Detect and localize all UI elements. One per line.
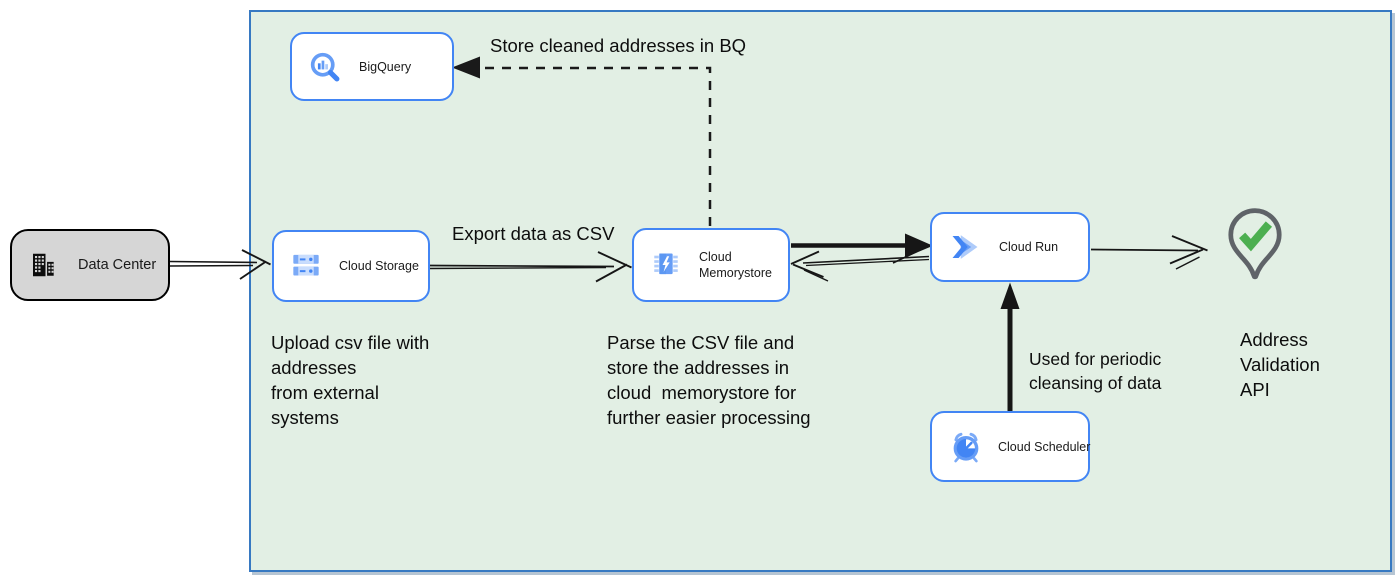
cloud-zone-container[interactable]	[249, 10, 1392, 572]
node-label-cloud-scheduler: Cloud Scheduler	[998, 439, 1091, 454]
node-label-address-validation-api: Address Validation API	[1240, 329, 1320, 400]
node-label-cloud-storage: Cloud Storage	[339, 259, 419, 273]
memorystore-icon	[650, 249, 682, 281]
cloud-scheduler-icon	[948, 430, 984, 464]
node-label-cloud-memorystore: Cloud Memorystore	[699, 250, 772, 280]
bigquery-icon	[308, 50, 342, 84]
node-data-center[interactable]: Data Center	[10, 229, 170, 301]
node-bigquery[interactable]: BigQuery	[290, 32, 454, 101]
edge-label-store-bq: Store cleaned addresses in BQ	[490, 35, 747, 56]
node-cloud-memorystore[interactable]: Cloud Memorystore	[632, 228, 790, 302]
note-parse-csv: Parse the CSV file and store the address…	[607, 332, 811, 428]
node-cloud-run[interactable]: Cloud Run	[930, 212, 1090, 282]
node-label-bigquery: BigQuery	[359, 59, 412, 74]
cloud-run-icon	[948, 230, 982, 264]
note-upload-csv: Upload csv file with addresses from exte…	[271, 332, 430, 428]
edge-label-export-csv: Export data as CSV	[452, 223, 615, 244]
node-label-data-center: Data Center	[78, 257, 157, 273]
building-icon	[28, 250, 58, 280]
cloud-storage-icon	[290, 252, 322, 280]
edge-label-periodic-cleansing: Used for periodic cleansing of data	[1029, 349, 1162, 393]
node-cloud-storage[interactable]: Cloud Storage	[272, 230, 430, 302]
node-cloud-scheduler[interactable]: Cloud Scheduler	[930, 411, 1090, 482]
node-label-cloud-run: Cloud Run	[999, 240, 1059, 254]
node-address-validation-api[interactable]	[1222, 206, 1288, 313]
map-pin-check-icon	[1222, 206, 1288, 308]
